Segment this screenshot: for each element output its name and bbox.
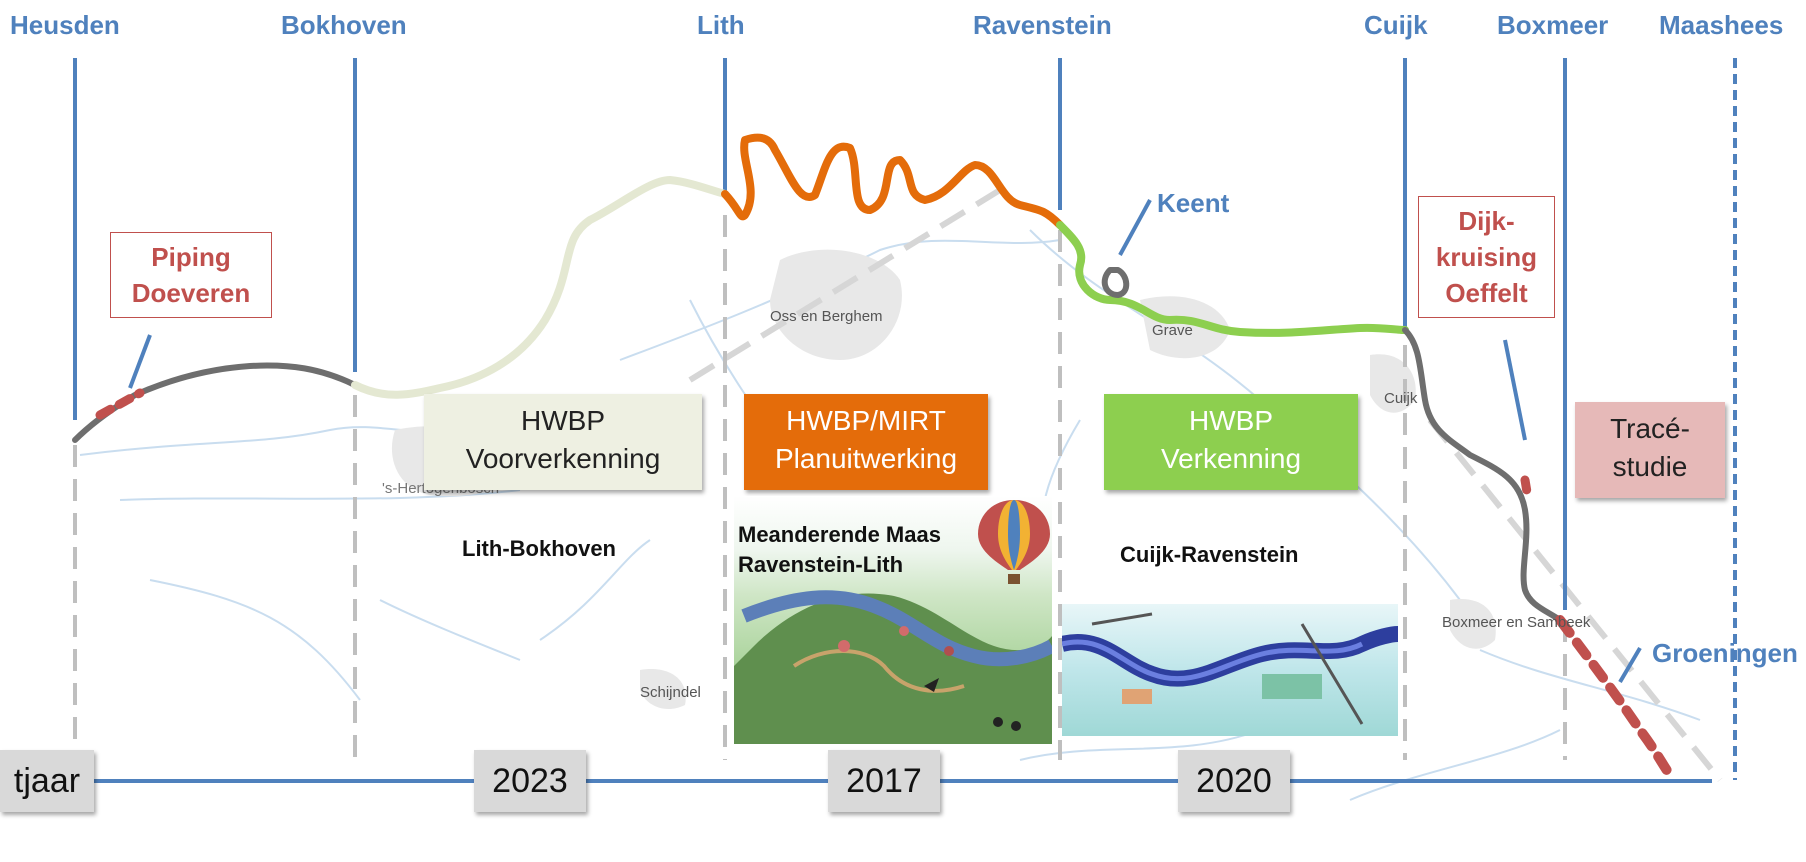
river-drawing [1062, 612, 1398, 725]
callout-dijkkruising-line3: Oeffelt [1445, 278, 1528, 308]
map-label-boxmeer: Boxmeer en Sambeek [1442, 614, 1591, 631]
timeline-year-2017: 2017 [828, 750, 940, 812]
timeline-year-2020: 2020 [1178, 750, 1290, 812]
project-planuitwerking-line2: Planuitwerking [774, 443, 958, 474]
illustration-meanderende-maas: Meanderende Maas Ravenstein-Lith [734, 496, 1052, 744]
meanderende-title-line1: Meanderende Maas [738, 522, 941, 547]
meander-drawing [734, 590, 1052, 744]
timeline-start-label: tjaar [0, 750, 94, 812]
project-box-tracestudie: Tracé- studie [1575, 402, 1725, 498]
project-tracestudie-line2: studie [1612, 451, 1688, 482]
project-verkenning-line1: HWBP [1189, 405, 1273, 436]
project-box-planuitwerking: HWBP/MIRT Planuitwerking [744, 394, 988, 490]
callout-dijkkruising-oeffelt: Dijk- kruising Oeffelt [1418, 196, 1555, 318]
dike-dashed-tracestudie [1555, 615, 1673, 777]
map-label-cuijk: Cuijk [1384, 390, 1418, 407]
project-voorverkenning-line2: Voorverkenning [465, 443, 661, 474]
callout-piping-doeveren: Piping Doeveren [110, 232, 272, 318]
project-planuitwerking-line1: HWBP/MIRT [786, 405, 946, 436]
callout-pointers [128, 199, 1642, 684]
town-label-lith: Lith [697, 10, 745, 40]
dike-segment-lith-bokhoven [351, 176, 729, 399]
town-label-boxmeer: Boxmeer [1497, 10, 1609, 40]
dike-segment-cuijk-ravenstein [1056, 221, 1409, 337]
dike-segment-ravenstein-lith [721, 133, 1064, 229]
segment-name-lith-bokhoven: Lith-Bokhoven [462, 536, 616, 561]
dike-segments [72, 133, 1673, 777]
project-verkenning-line2: Verkenning [1160, 443, 1302, 474]
project-box-verkenning: HWBP Verkenning [1104, 394, 1358, 490]
meanderende-title-line2: Ravenstein-Lith [738, 552, 904, 577]
town-label-heusden: Heusden [10, 10, 120, 40]
town-label-bokhoven: Bokhoven [281, 10, 407, 40]
keent-loop [1101, 267, 1130, 298]
town-divider-lines [73, 58, 1737, 780]
project-box-voorverkenning: HWBP Voorverkenning [424, 394, 702, 490]
callout-piping-line2: Doeveren [131, 278, 251, 308]
dike-dashed-oeffelt [1520, 475, 1533, 503]
map-label-grave: Grave [1152, 322, 1193, 339]
label-groeningen: Groeningen [1652, 638, 1798, 668]
hot-air-balloon-icon [978, 500, 1050, 584]
label-keent: Keent [1157, 188, 1230, 218]
highway-lines [688, 187, 1723, 782]
illustration-cuijk-ravenstein [1062, 604, 1398, 736]
callout-dijkkruising-line1: Dijk- [1458, 206, 1515, 236]
town-label-maashees: Maashees [1659, 10, 1784, 40]
town-label-ravenstein: Ravenstein [973, 10, 1112, 40]
project-tracestudie-line1: Tracé- [1610, 413, 1690, 444]
project-voorverkenning-line1: HWBP [521, 405, 605, 436]
dike-segment-cuijk-boxmeer [1402, 327, 1563, 623]
callout-piping-line1: Piping [151, 242, 231, 272]
callout-dijkkruising-line2: kruising [1435, 242, 1538, 272]
map-label-schijndel: Schijndel [640, 684, 701, 701]
map-label-oss: Oss en Berghem [770, 308, 883, 325]
dike-dashed-piping [95, 388, 145, 420]
timeline-year-2023: 2023 [474, 750, 586, 812]
town-label-cuijk: Cuijk [1364, 10, 1428, 40]
segment-name-cuijk-ravenstein: Cuijk-Ravenstein [1120, 542, 1299, 567]
